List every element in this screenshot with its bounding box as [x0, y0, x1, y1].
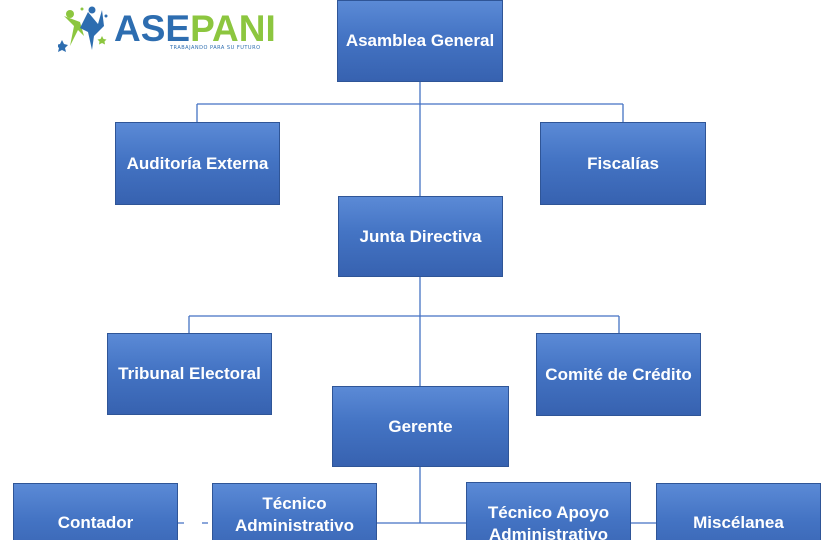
logo-word-part2: PANI — [190, 8, 276, 49]
node-label: Comité de Crédito — [545, 364, 692, 384]
node-label: Técnico Administrativo — [234, 494, 355, 535]
node-label: Auditoría Externa — [126, 153, 269, 173]
node-label: Gerente — [388, 416, 453, 436]
node-label: Junta Directiva — [359, 226, 482, 246]
node-tecnico-apoyo-administrativo: Técnico Apoyo Administrativo — [466, 482, 631, 540]
node-contador: Contador — [13, 483, 178, 540]
node-label: Contador — [57, 513, 134, 532]
node-tribunal-electoral: Tribunal Electoral — [107, 333, 272, 415]
logo-word-part1: ASE — [114, 8, 191, 49]
node-gerente: Gerente — [332, 386, 509, 467]
node-label: Miscélanea — [693, 513, 784, 532]
stars-people-icon — [56, 6, 108, 52]
node-miscelanea: Miscélanea — [656, 483, 821, 540]
node-comite-de-credito: Comité de Crédito — [536, 333, 701, 416]
node-junta-directiva: Junta Directiva — [338, 196, 503, 277]
logo-tagline: TRABAJANDO PARA SU FUTURO — [170, 45, 261, 51]
node-label: Asamblea General — [345, 31, 495, 50]
node-auditoria-externa: Auditoría Externa — [115, 122, 280, 205]
node-fiscalias: Fiscalías — [540, 122, 706, 205]
asepani-logo: ASEPANI TRABAJANDO PARA SU FUTURO — [56, 6, 278, 56]
node-label: Fiscalías — [587, 153, 659, 173]
node-asamblea-general: Asamblea General — [337, 0, 503, 82]
node-label: Técnico Apoyo Administrativo — [487, 503, 610, 540]
node-label: Tribunal Electoral — [118, 364, 261, 383]
logo-wordmark: ASEPANI — [114, 8, 276, 50]
node-tecnico-administrativo: Técnico Administrativo — [212, 483, 377, 540]
